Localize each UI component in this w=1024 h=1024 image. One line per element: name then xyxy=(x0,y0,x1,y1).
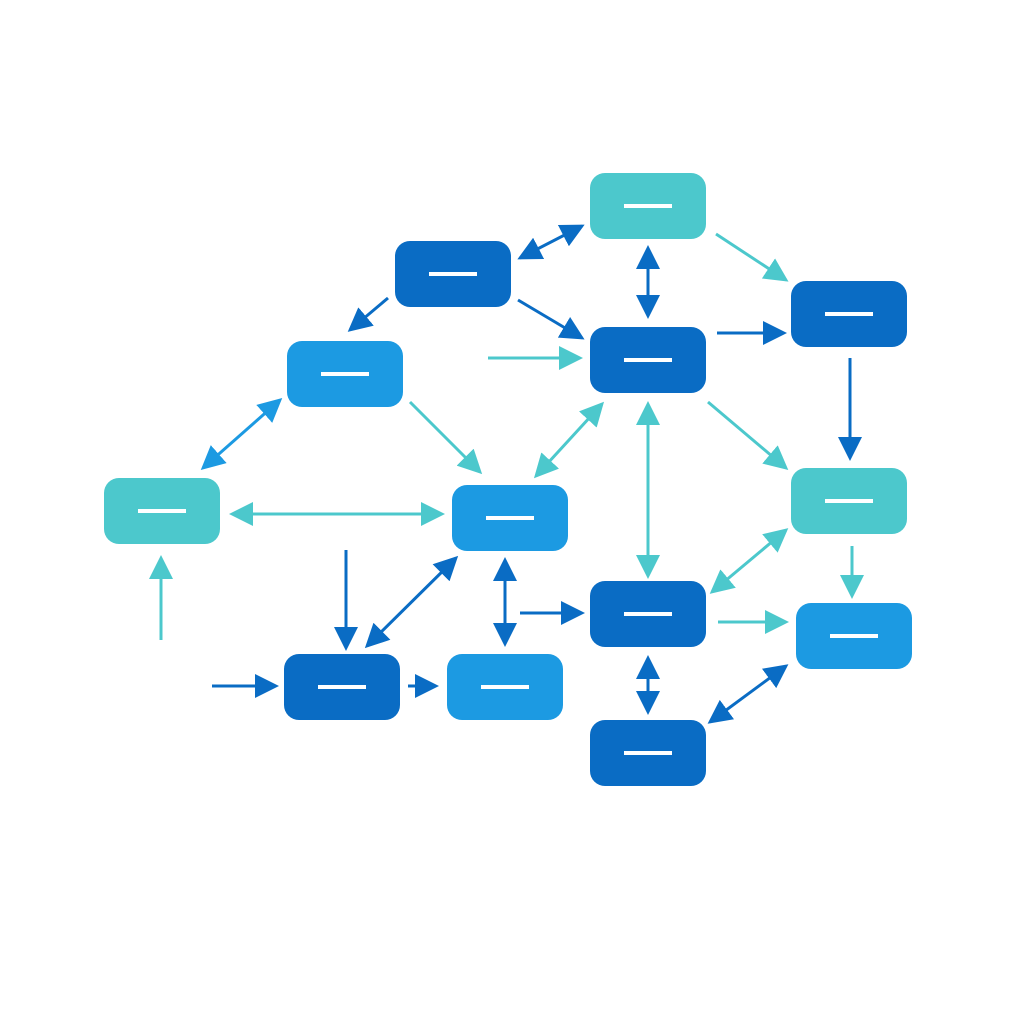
connector-arrow xyxy=(347,296,389,332)
flow-node[interactable] xyxy=(796,603,912,669)
edges-layer xyxy=(149,224,864,724)
node-dash-icon xyxy=(486,516,534,520)
bidirectional-connector-arrow xyxy=(517,224,585,260)
flow-node[interactable] xyxy=(104,478,220,544)
nodes-layer xyxy=(104,173,912,786)
node-dash-icon xyxy=(318,685,366,689)
flow-node[interactable] xyxy=(395,241,511,307)
node-dash-icon xyxy=(825,499,873,503)
node-dash-icon xyxy=(830,634,878,638)
flow-node[interactable] xyxy=(447,654,563,720)
flow-node[interactable] xyxy=(791,281,907,347)
flow-node[interactable] xyxy=(590,173,706,239)
node-dash-icon xyxy=(624,358,672,362)
node-dash-icon xyxy=(481,685,529,689)
flow-node[interactable] xyxy=(284,654,400,720)
node-dash-icon xyxy=(138,509,186,513)
connector-arrow xyxy=(517,298,585,340)
flow-node[interactable] xyxy=(287,341,403,407)
bidirectional-connector-arrow xyxy=(709,528,789,594)
connector-arrow xyxy=(408,400,483,475)
flow-node[interactable] xyxy=(590,581,706,647)
bidirectional-connector-arrow xyxy=(533,401,605,479)
node-dash-icon xyxy=(429,272,477,276)
connector-arrow xyxy=(707,400,789,470)
flow-node[interactable] xyxy=(590,327,706,393)
connector-arrow xyxy=(715,232,789,282)
bidirectional-connector-arrow xyxy=(364,555,459,649)
bidirectional-connector-arrow xyxy=(200,398,283,470)
flow-node[interactable] xyxy=(791,468,907,534)
flow-node[interactable] xyxy=(590,720,706,786)
node-dash-icon xyxy=(624,612,672,616)
flow-node[interactable] xyxy=(452,485,568,551)
bidirectional-connector-arrow xyxy=(707,664,789,724)
node-dash-icon xyxy=(624,204,672,208)
node-dash-icon xyxy=(321,372,369,376)
node-dash-icon xyxy=(624,751,672,755)
node-dash-icon xyxy=(825,312,873,316)
